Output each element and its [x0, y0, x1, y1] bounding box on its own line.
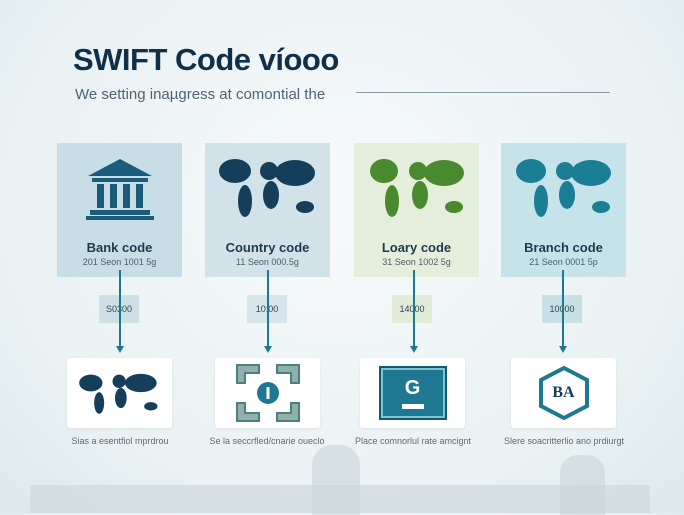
card-code: 31 Seon 1002 5g	[382, 257, 451, 267]
badge-text: BA	[552, 384, 575, 401]
world-map-icon	[205, 143, 330, 235]
bank-icon	[57, 143, 182, 235]
arrow-down-icon	[264, 346, 272, 353]
card-code: 201 Seon 1001 5g	[82, 257, 157, 267]
card-label: Country code	[225, 240, 310, 255]
skyline-decoration	[30, 485, 650, 513]
card-code: 21 Seon 0001 5p	[529, 257, 598, 267]
card-label: Bank code	[86, 240, 153, 255]
connector-line	[413, 270, 415, 350]
arrow-down-icon	[116, 346, 124, 353]
arrow-down-icon	[559, 346, 567, 353]
world-map-icon	[501, 143, 626, 235]
monitor-icon: G	[360, 358, 465, 428]
badge-icon: BA	[511, 358, 616, 428]
connector-line	[562, 270, 564, 350]
card-country-code: Country code 11 Seon 000.5g	[205, 143, 330, 277]
card-code: 11 Seon 000.5g	[236, 257, 299, 267]
card-label: Loary code	[381, 240, 452, 255]
network-icon: I	[215, 358, 320, 428]
card-loary-code: Loary code 31 Seon 1002 5g	[354, 143, 479, 277]
connector-line	[267, 270, 269, 350]
caption: Sias a esentfiol mprdrou	[71, 436, 169, 446]
card-branch-code: Branch code 21 Seon 0001 5p	[501, 143, 626, 277]
card-label: Branch code	[524, 240, 603, 255]
divider	[356, 92, 610, 93]
monitor-letter: G	[404, 377, 421, 399]
caption: Place comnorlul rate amcignt	[354, 436, 472, 446]
world-map-icon	[354, 143, 479, 235]
connector-line	[119, 270, 121, 350]
page-title: SWIFT Code víooo	[73, 42, 339, 77]
world-map-icon	[67, 358, 172, 428]
page-subtitle: We setting inaµgress at comontial the	[75, 86, 326, 103]
caption: Se la seccrfled/cnarie oueclo	[209, 436, 325, 446]
arrow-down-icon	[410, 346, 418, 353]
value-tag: 14000	[392, 295, 432, 323]
card-bank-code: Bank code 201 Seon 1001 5g	[57, 143, 182, 277]
caption: Slere soacritterlio ano prdiurgt	[503, 436, 625, 446]
